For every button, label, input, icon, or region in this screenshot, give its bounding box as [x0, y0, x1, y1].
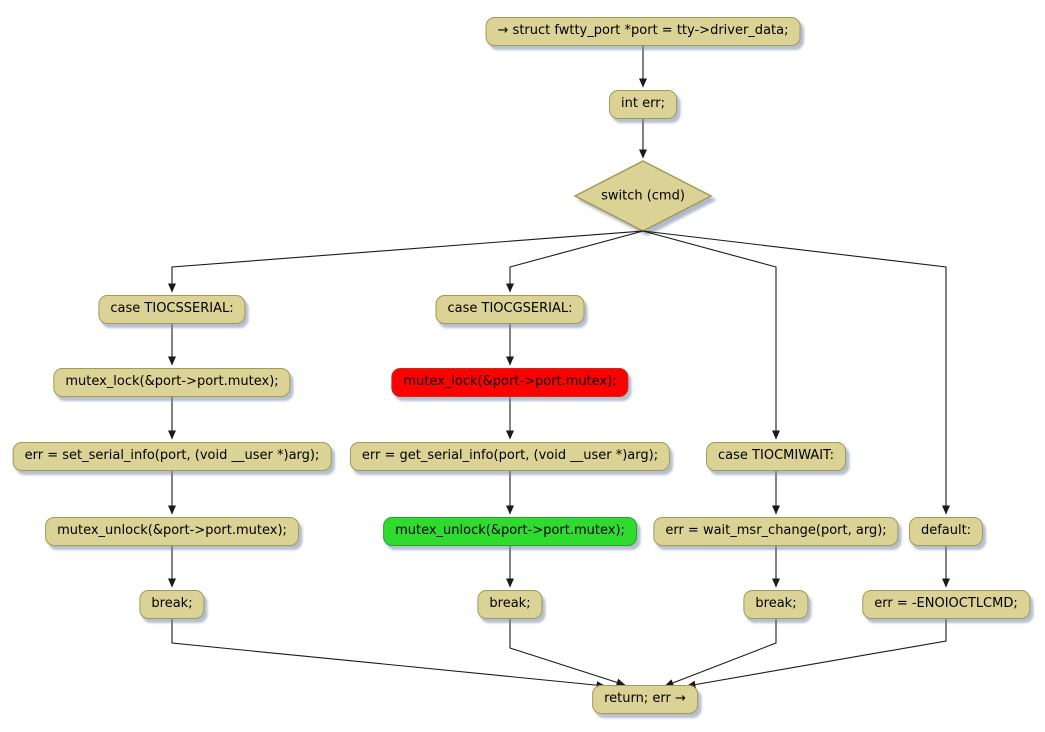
edge-enoioctl-to-return — [686, 619, 947, 689]
node-enoioctlcmd: err = -ENOIOCTLCMD; — [862, 590, 1030, 619]
node-int-err: int err; — [609, 90, 677, 119]
node-wait-msr-change: err = wait_msr_change(port, arg); — [653, 517, 899, 546]
switch-label: switch (cmd) — [601, 188, 685, 204]
edge-switch-to-case2 — [506, 230, 644, 293]
node-case-tiocgserial: case TIOCGSERIAL: — [435, 295, 585, 324]
node-break-miwait: break; — [743, 590, 809, 619]
edge-switch-to-case4 — [642, 230, 950, 515]
edge-switch-to-case3 — [642, 230, 780, 440]
node-default-case: default: — [908, 517, 984, 546]
node-get-serial-info: err = get_serial_info(port, (void __user… — [349, 442, 671, 471]
node-break-get: break; — [477, 590, 543, 619]
node-entry: → struct fwtty_port *port = tty->driver_… — [485, 17, 801, 46]
node-break-set: break; — [139, 590, 205, 619]
edge-break2-to-return — [509, 619, 626, 687]
node-mutex-unlock-set: mutex_unlock(&port->port.mutex); — [45, 517, 299, 546]
node-case-tiocsserial: case TIOCSSERIAL: — [98, 295, 246, 324]
node-set-serial-info: err = set_serial_info(port, (void __user… — [12, 442, 332, 471]
edge-break3-to-return — [664, 619, 777, 687]
node-mutex-lock-get-highlighted: mutex_lock(&port->port.mutex); — [391, 368, 629, 397]
node-mutex-unlock-get-highlighted: mutex_unlock(&port->port.mutex); — [383, 517, 637, 546]
edge-switch-to-case1 — [168, 230, 644, 293]
node-case-tiocmiwait: case TIOCMIWAIT: — [706, 442, 846, 471]
edge-break1-to-return — [171, 619, 606, 690]
node-return-err: return; err → — [592, 685, 698, 714]
node-mutex-lock-set: mutex_lock(&port->port.mutex); — [53, 368, 291, 397]
